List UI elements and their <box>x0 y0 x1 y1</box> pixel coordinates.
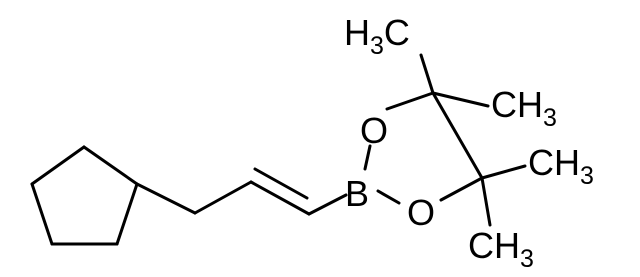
double-bond-line <box>253 167 309 200</box>
methyl-bond <box>480 164 527 180</box>
double-bond-line <box>249 180 311 216</box>
single-bond <box>135 182 197 215</box>
methyl-bonds <box>419 53 527 227</box>
methyl-bond <box>419 53 435 95</box>
c-c-bond <box>431 91 484 180</box>
methyl-label-top-right: CH3 <box>491 84 557 132</box>
methyl-bond <box>431 91 490 108</box>
oxygen-top-label: O <box>360 110 388 151</box>
o-c-bond <box>385 91 435 111</box>
ring-bond <box>30 182 54 246</box>
boron-label: B <box>345 173 369 214</box>
methyl-label-top-left: H3C <box>344 12 410 60</box>
single-bond <box>193 180 253 215</box>
oxygen-bottom-label: O <box>407 192 435 233</box>
cyclopentane-ring <box>30 145 139 246</box>
single-bond <box>307 193 348 216</box>
b-o-bond <box>363 144 372 171</box>
propenyl-chain <box>135 167 348 216</box>
dioxaborolane-ring <box>363 91 484 205</box>
ring-bond <box>115 182 139 246</box>
methyl-bond <box>480 176 492 227</box>
ring-bond <box>30 145 86 186</box>
ring-bond <box>82 145 139 186</box>
methyl-label-bottom-right: CH3 <box>468 225 534 273</box>
methyl-label-mid-right: CH3 <box>528 142 594 190</box>
o-c-bond <box>439 176 484 202</box>
b-o-bond <box>376 189 401 205</box>
